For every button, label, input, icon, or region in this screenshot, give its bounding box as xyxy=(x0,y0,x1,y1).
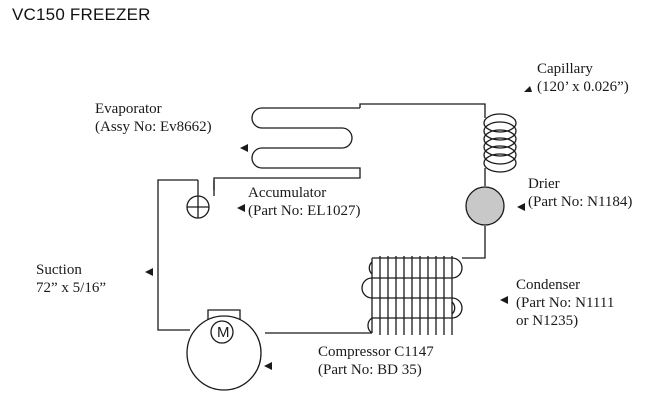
accumulator-label: Accumulator (Part No: EL1027) xyxy=(248,184,360,220)
compressor-symbol xyxy=(186,309,262,391)
accumulator-name: Accumulator xyxy=(248,185,327,201)
drier-name: Drier xyxy=(528,176,560,192)
liquid-line xyxy=(462,226,486,259)
accumulator-symbol xyxy=(186,180,215,219)
drier-detail: (Part No: N1184) xyxy=(528,194,633,210)
condenser-detail-alt: or N1235) xyxy=(516,313,579,329)
suction-line xyxy=(157,179,198,331)
suction-name: Suction xyxy=(36,262,82,278)
capillary-label: Capillary (120’ x 0.026”) xyxy=(537,60,629,96)
evaporator-label: Evaporator (Assy No: Ev8662) xyxy=(95,100,212,136)
suction-label: Suction 72” x 5/16” xyxy=(36,261,106,297)
capillary-detail: (120’ x 0.026”) xyxy=(537,79,629,95)
evaporator-detail: (Assy No: Ev8662) xyxy=(95,119,212,135)
arrow-compressor xyxy=(264,362,272,370)
condenser-coil xyxy=(361,256,463,335)
drier-symbol xyxy=(465,186,505,226)
compressor-detail: (Part No: BD 35) xyxy=(318,362,422,378)
accumulator-detail: (Part No: EL1027) xyxy=(248,203,361,219)
condenser-label: Condenser (Part No: N1111 or N1235) xyxy=(516,276,614,330)
compressor-label: Compressor C1147 (Part No: BD 35) xyxy=(318,343,434,379)
capillary-coil xyxy=(483,113,517,173)
arrow-capillary xyxy=(524,86,532,92)
arrow-drier xyxy=(517,203,525,211)
motor-symbol-letter: M xyxy=(217,324,230,341)
evaporator-name: Evaporator xyxy=(95,101,162,117)
pointer-arrows xyxy=(145,86,532,370)
arrow-suction xyxy=(145,268,153,276)
condenser-name: Condenser xyxy=(516,277,581,293)
evaporator-coil xyxy=(213,107,361,190)
suction-detail: 72” x 5/16” xyxy=(36,280,106,296)
drier-label: Drier (Part No: N1184) xyxy=(528,175,632,211)
arrow-accumulator xyxy=(237,204,245,212)
arrow-condenser xyxy=(500,296,508,304)
compressor-name: Compressor C1147 xyxy=(318,344,434,360)
capillary-name: Capillary xyxy=(537,61,593,77)
condenser-detail: (Part No: N1111 xyxy=(516,295,615,311)
page-title: VC150 FREEZER xyxy=(12,5,151,24)
arrow-evaporator xyxy=(240,144,248,152)
capillary-to-evaporator-line xyxy=(359,103,486,118)
